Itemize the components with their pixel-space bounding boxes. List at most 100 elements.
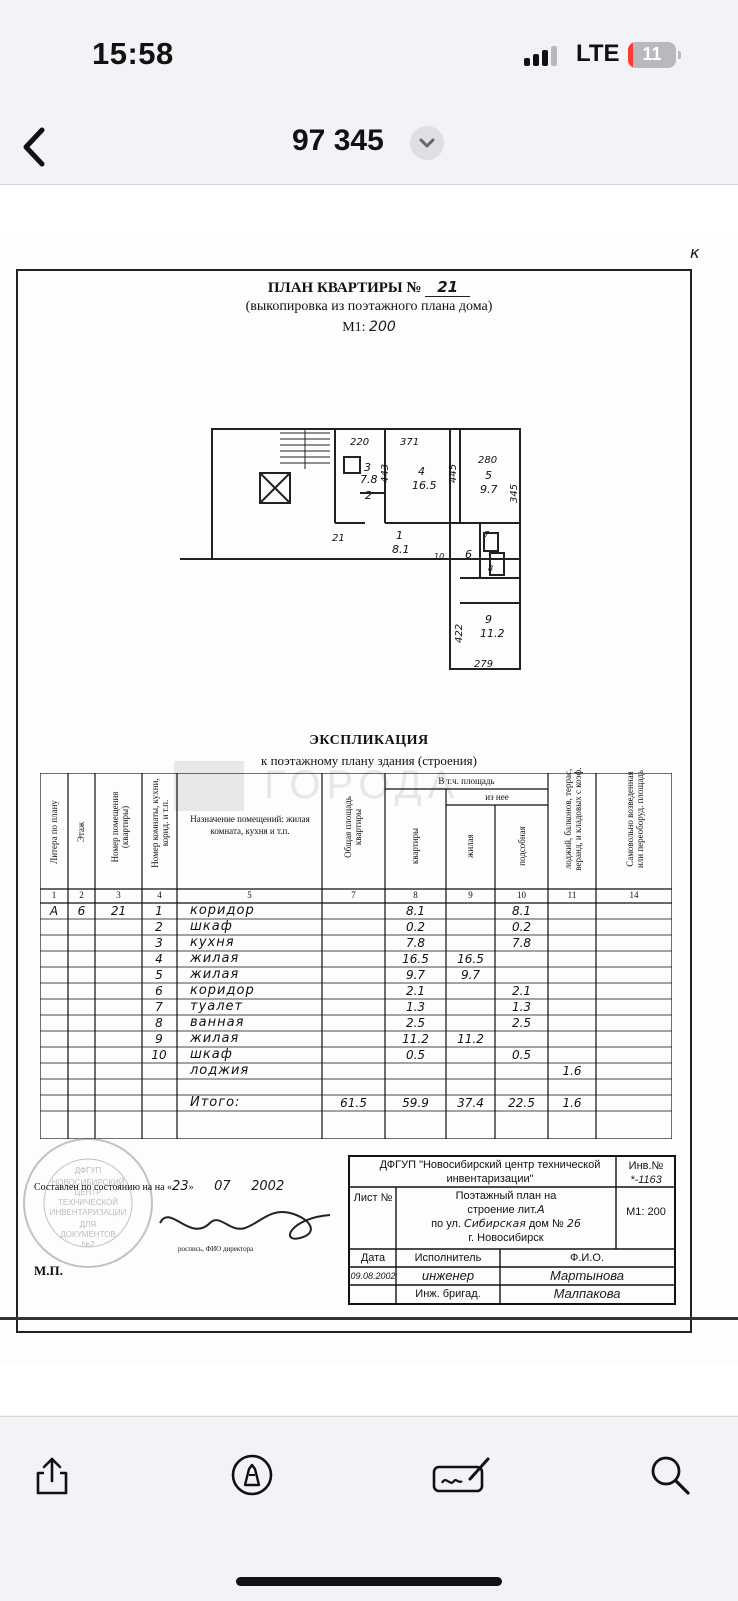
- signature-icon[interactable]: [432, 1453, 492, 1497]
- floor-plan: 220 371 443 445 280 345 21 422 279 3 7.8…: [180, 428, 521, 670]
- title-menu-button[interactable]: [410, 126, 444, 160]
- plan-room-1-area: 8.1: [392, 543, 410, 556]
- table-row: 4 жилая 16.5 16.5: [155, 951, 484, 966]
- plan-dim-8: 422: [454, 624, 465, 643]
- table-grid: [40, 773, 672, 1139]
- plan-room-5: 5: [485, 469, 492, 482]
- title-block-brigade-label: Инж. бригад.: [415, 1288, 481, 1300]
- plan-dim-4: 445: [448, 464, 459, 483]
- svg-text:ЦЕНТР: ЦЕНТР: [74, 1188, 101, 1197]
- header-auxiliary: подсобная: [517, 826, 527, 866]
- document-viewer[interactable]: к ПЛАН КВАРТИРЫ № 21 (выкопировка из поэ…: [0, 185, 738, 1415]
- title-block-brigade-name: Малпакова: [553, 1286, 621, 1301]
- signature-label: роспись, ФИО директора: [178, 1245, 254, 1253]
- header-living: жилая: [465, 834, 475, 858]
- title-block-date-label: Дата: [360, 1252, 386, 1264]
- title-block-inv-value: *-1163: [630, 1174, 662, 1186]
- state-date: Составлен по состоянию на на «23» 07 200…: [34, 1179, 285, 1194]
- title-block-desc-2: строение лит.А: [467, 1203, 545, 1216]
- title-block-desc-1: Поэтажный план на: [455, 1190, 557, 1202]
- table-row: 8 ванная 2.5 2.5: [155, 1015, 532, 1030]
- header-subgroup: из нее: [485, 792, 509, 802]
- table-row: 3 кухня 7.8 7.8: [155, 935, 532, 950]
- title-block-sheet: Лист №: [353, 1192, 393, 1204]
- plan-dim-1: 220: [350, 437, 369, 448]
- mp-label: М.П.: [34, 1263, 63, 1278]
- title-block-executor-name: Мартынова: [550, 1268, 624, 1283]
- svg-text:НОВОСИБИРСКИЙ: НОВОСИБИРСКИЙ: [51, 1178, 124, 1187]
- colnum: 4: [157, 890, 162, 900]
- header-total-area: Общая площадь квартиры: [343, 796, 363, 858]
- header-unauthorized: Самовольно возведенная или переоборуд. п…: [625, 769, 645, 869]
- document-title[interactable]: 97 345: [292, 124, 384, 157]
- title-block-inv-label: Инв.№: [628, 1160, 664, 1172]
- header-floor: Этаж: [76, 821, 86, 843]
- share-icon[interactable]: [30, 1453, 74, 1497]
- plan-room-7: 7: [484, 530, 490, 539]
- scanned-page: к ПЛАН КВАРТИРЫ № 21 (выкопировка из поэ…: [0, 233, 738, 1365]
- battery-nub: [678, 51, 681, 59]
- director-signature: [159, 1211, 331, 1240]
- plan-dim-6: 345: [509, 484, 520, 503]
- explication-subtitle: к поэтажному плану здания (строения): [261, 753, 477, 768]
- header-purpose: Назначение помещений: жилая комната, кух…: [190, 814, 310, 836]
- plan-room-3-area: 7.8: [360, 473, 378, 486]
- table-row: 7 туалет 1.3 1.3: [155, 999, 532, 1014]
- search-icon[interactable]: [648, 1453, 692, 1497]
- title-block: ДФГУП "Новосибирский центр технической и…: [348, 1155, 676, 1305]
- cell-floor: 6: [77, 904, 86, 918]
- explication-title: ЭКСПЛИКАЦИЯ: [309, 733, 429, 748]
- svg-text:№2: №2: [81, 1240, 95, 1249]
- plan-room-3: 3: [364, 461, 371, 474]
- title-block-desc-3: по ул. Сибирская дом № 26: [431, 1217, 581, 1230]
- header-group: В т.ч. площадь: [438, 776, 495, 786]
- title-block-org: ДФГУП "Новосибирский центр технической и…: [379, 1159, 601, 1185]
- colnum: 14: [629, 890, 639, 900]
- table-row: 2 шкаф 0.2 0.2: [155, 919, 532, 934]
- watermark-text: ГОРОДА: [264, 763, 461, 807]
- home-indicator[interactable]: [236, 1577, 502, 1586]
- watermark-logo: [174, 761, 244, 811]
- corner-mark: к: [690, 243, 700, 262]
- title-block-city: г. Новосибирск: [468, 1232, 544, 1244]
- plan-room-9: 9: [485, 613, 492, 626]
- title-block-executor-value: инженер: [421, 1268, 475, 1283]
- table-row: 10 шкаф 0.5 0.5: [151, 1047, 532, 1062]
- table-row: 9 жилая 11.2 11.2: [155, 1031, 484, 1046]
- plan-room-6: 6: [465, 548, 472, 561]
- header-litera: Литера по плану: [49, 800, 59, 864]
- plan-subtitle: (выкопировка из поэтажного плана дома): [245, 299, 493, 314]
- table-row: 6 коридор 2.1 2.1: [155, 983, 532, 998]
- svg-text:ДЛЯ: ДЛЯ: [80, 1220, 97, 1229]
- plan-dim-3: 443: [380, 464, 391, 483]
- bottom-toolbar: [0, 1416, 738, 1601]
- plan-room-9-area: 11.2: [480, 627, 505, 640]
- table-total-row: Итого: 61.5 59.9 37.4 22.5 1.6: [190, 1095, 582, 1110]
- page-bottom-edge: [0, 1317, 738, 1320]
- svg-text:ДОКУМЕНТОВ: ДОКУМЕНТОВ: [60, 1230, 115, 1239]
- title-block-fio-label: Ф.И.О.: [570, 1252, 604, 1264]
- header-room-no: Номер комнаты, кухни, корид. и т.п.: [150, 778, 170, 868]
- plan-room-1: 1: [396, 529, 403, 542]
- plan-room-5-area: 9.7: [480, 483, 498, 496]
- table-row: лоджия 1.6: [190, 1063, 582, 1078]
- chevron-left-icon[interactable]: [14, 120, 58, 174]
- plan-dim-7: 21: [332, 533, 345, 544]
- plan-title: ПЛАН КВАРТИРЫ № 21: [0, 278, 738, 297]
- colnum: 11: [567, 890, 577, 900]
- table-row: 1 коридор 8.1 8.1: [155, 903, 532, 918]
- network-type: LTE: [576, 40, 620, 67]
- round-stamp: ДФГУП НОВОСИБИРСКИЙ ЦЕНТР ТЕХНИЧЕСКОЙ ИН…: [23, 1138, 153, 1268]
- svg-text:ДФГУП: ДФГУП: [75, 1166, 102, 1175]
- plan-room-10: 10: [434, 552, 444, 561]
- page-frame: [16, 269, 692, 1333]
- cell-apt-no: 21: [110, 904, 127, 918]
- chevron-down-icon: [419, 138, 435, 148]
- colnum: 2: [79, 890, 84, 900]
- colnum: 8: [413, 890, 418, 900]
- colnum: 10: [517, 890, 526, 900]
- svg-text:ИНВЕНТАРИЗАЦИИ: ИНВЕНТАРИЗАЦИИ: [50, 1208, 127, 1217]
- signal-icon: [524, 46, 557, 66]
- svg-text:ТЕХНИЧЕСКОЙ: ТЕХНИЧЕСКОЙ: [58, 1198, 118, 1207]
- markup-pen-icon[interactable]: [230, 1453, 274, 1497]
